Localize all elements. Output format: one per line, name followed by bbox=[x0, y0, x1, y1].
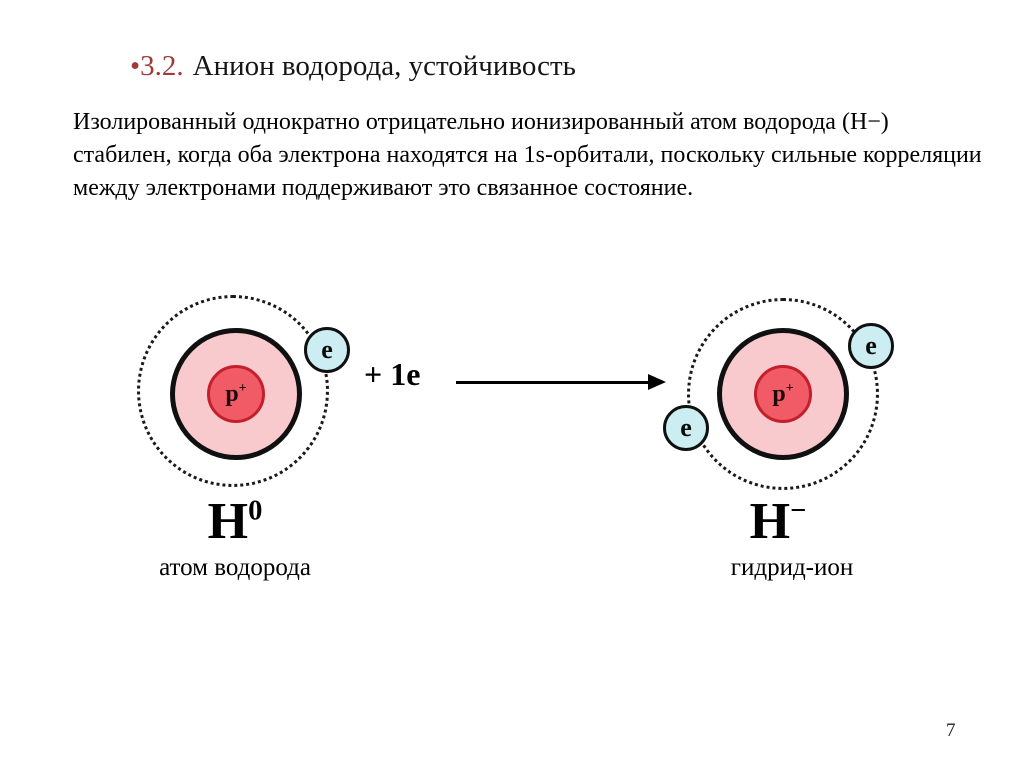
electron: e bbox=[304, 327, 350, 373]
hydride-symbol: H− bbox=[698, 492, 858, 551]
electron-orbit bbox=[137, 295, 329, 487]
electron-label: e bbox=[865, 331, 877, 360]
electron: e bbox=[663, 405, 709, 451]
page-number: 7 bbox=[946, 720, 956, 741]
electron-label: e bbox=[680, 413, 692, 442]
hydride-caption: гидрид-ион bbox=[730, 554, 854, 581]
electron-label: e bbox=[321, 335, 333, 364]
hydrogen-caption: атом водорода bbox=[159, 554, 311, 581]
proton-symbol: p bbox=[772, 380, 786, 407]
arrow-head-icon bbox=[648, 374, 666, 390]
electron-orbit bbox=[687, 298, 879, 490]
title-text: Анион водорода, устойчивость bbox=[192, 50, 576, 82]
arrow-line bbox=[456, 381, 652, 384]
hydrogen-symbol-letter: H bbox=[207, 493, 249, 550]
proton-charge: + bbox=[238, 380, 247, 396]
electron: e bbox=[848, 323, 894, 369]
reaction-electron-label: + 1e bbox=[364, 356, 421, 392]
hydride-symbol-charge: − bbox=[790, 495, 807, 527]
body-paragraph: Изолированный однократно отрицательно ио… bbox=[73, 109, 982, 202]
proton: p+ bbox=[207, 365, 265, 423]
title-section-number: •3.2. bbox=[130, 50, 184, 82]
proton-charge: + bbox=[785, 380, 794, 396]
hydrogen-symbol-charge: 0 bbox=[248, 495, 263, 527]
proton-label: p+ bbox=[225, 381, 246, 408]
hydride-symbol-letter: H bbox=[749, 493, 791, 550]
slide-title: •3.2.Анион водорода, устойчивость bbox=[130, 50, 576, 83]
proton-label: p+ bbox=[772, 381, 793, 408]
proton-symbol: p bbox=[225, 380, 239, 407]
electron-shell bbox=[170, 328, 302, 460]
hydrogen-symbol: H0 bbox=[150, 492, 320, 551]
proton: p+ bbox=[754, 365, 812, 423]
